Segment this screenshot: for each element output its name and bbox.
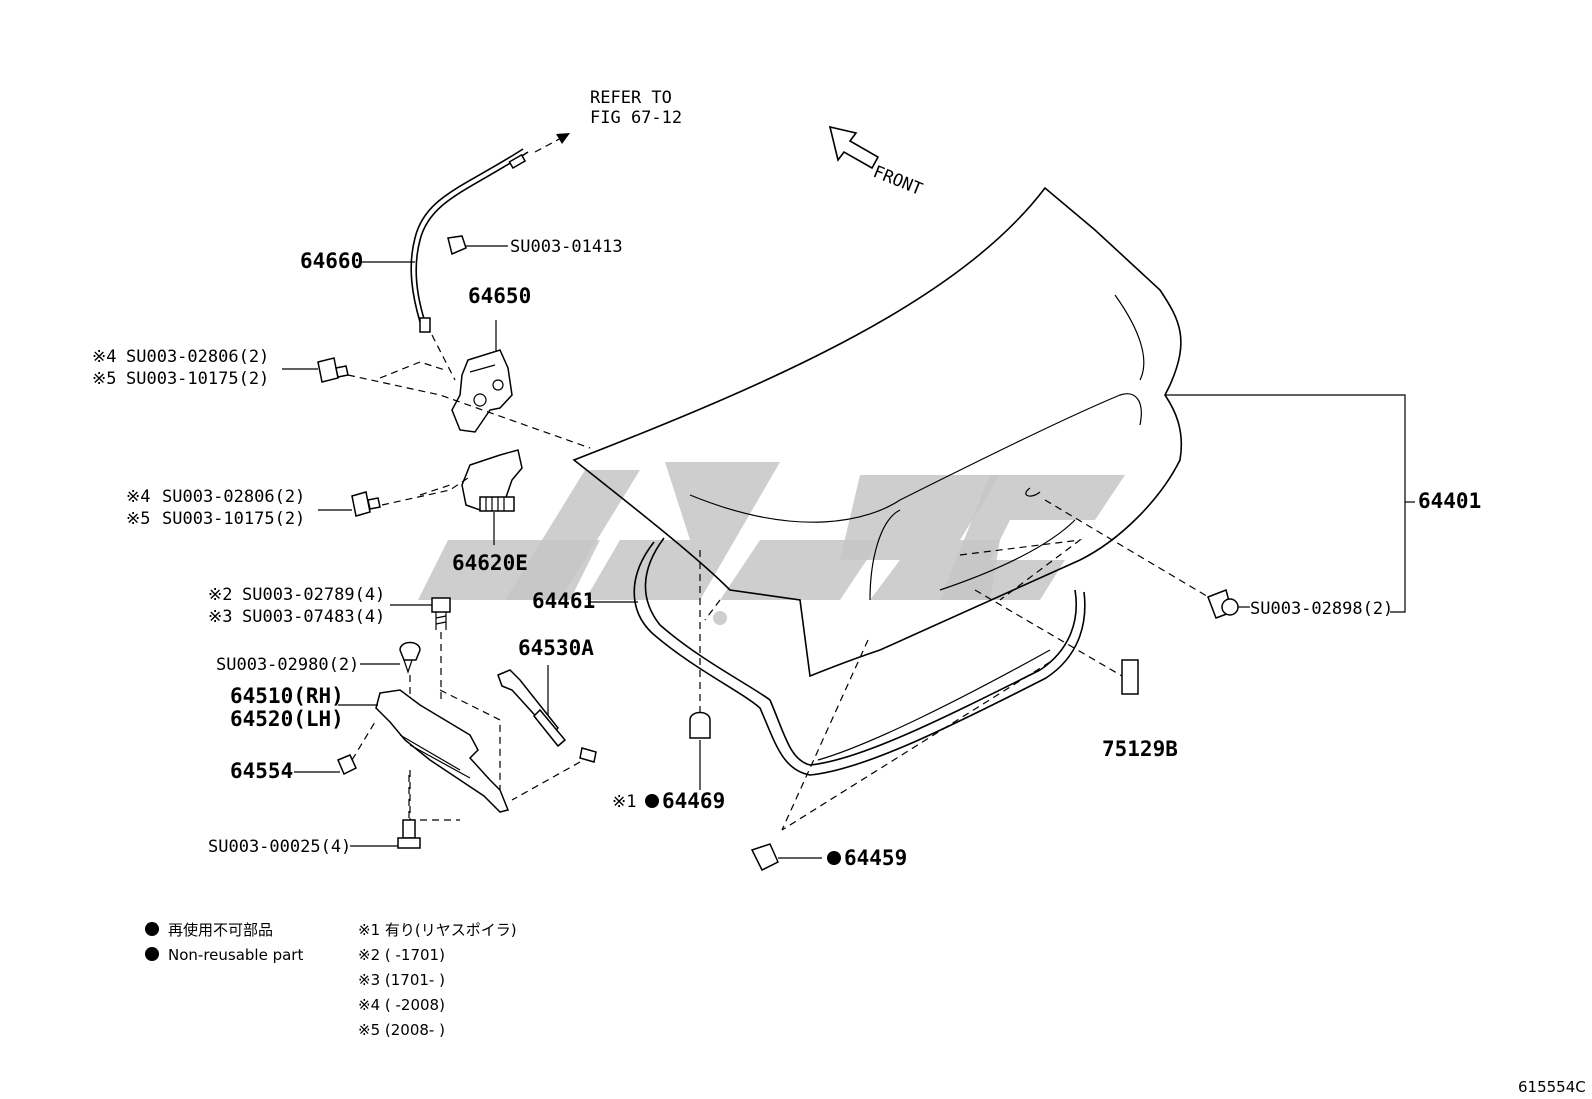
- front-label: FRONT: [870, 162, 925, 200]
- legend-note-2: ※2 ( -1701): [358, 946, 445, 964]
- label-su003-07483: SU003-07483(4): [242, 607, 385, 627]
- legend-note-4: ※4 ( -2008): [358, 996, 445, 1014]
- mark-5a: ※5: [92, 369, 116, 389]
- label-64660: 64660: [300, 249, 363, 273]
- mark-4b: ※4: [126, 487, 150, 507]
- label-su003-02980: SU003-02980(2): [216, 655, 359, 675]
- mark-4a: ※4: [92, 347, 116, 367]
- label-su003-10175-b: SU003-10175(2): [162, 509, 305, 529]
- arrow-head-icon: [556, 133, 570, 144]
- striker: 64620E: [452, 449, 528, 575]
- lid-bumper: SU003-02898(2): [959, 499, 1393, 619]
- refer-callout: REFER TO FIG 67-12: [534, 88, 682, 153]
- label-su003-02806-a: SU003-02806(2): [126, 347, 269, 367]
- legend: 再使用不可部品 Non-reusable part ※1 有り(リヤスポイラ) …: [145, 921, 517, 1039]
- non-reusable-dot-icon: [645, 794, 659, 808]
- non-reusable-dot-icon-2: [827, 851, 841, 865]
- mark-3: ※3: [208, 607, 232, 627]
- label-64554: 64554: [230, 759, 293, 783]
- label-64469: 64469: [662, 789, 725, 813]
- release-cable: 64660: [300, 148, 529, 381]
- label-su003-00025: SU003-00025(4): [208, 837, 351, 857]
- legend-en: Non-reusable part: [168, 946, 303, 964]
- trunk-lid: 64401: [572, 186, 1481, 716]
- front-indicator: FRONT: [828, 125, 925, 200]
- label-su003-02898: SU003-02898(2): [1250, 599, 1393, 619]
- label-su003-02806-b: SU003-02806(2): [162, 487, 305, 507]
- legend-jp: 再使用不可部品: [168, 921, 273, 939]
- label-64520-lh: 64520(LH): [230, 707, 344, 731]
- legend-note-3: ※3 (1701- ): [358, 971, 445, 989]
- legend-dot-icon-2: [145, 947, 159, 961]
- mark-5b: ※5: [126, 509, 150, 529]
- label-64459: 64459: [844, 846, 907, 870]
- refer-line-1: REFER TO: [590, 88, 672, 108]
- label-su003-02789: SU003-02789(4): [242, 585, 385, 605]
- legend-note-1: ※1 有り(リヤスポイラ): [358, 921, 517, 939]
- cable-clip: SU003-01413: [447, 235, 623, 257]
- label-64530a: 64530A: [518, 636, 594, 660]
- lock-assembly: 64650: [451, 284, 531, 433]
- hinge-group: ※2 SU003-02789(4) ※3 SU003-07483(4) SU00…: [208, 585, 510, 857]
- mark-1: ※1: [612, 792, 636, 812]
- weatherstrip: 64461: [532, 537, 1086, 831]
- figure-code: 615554C: [1518, 1078, 1586, 1096]
- label-64401: 64401: [1418, 489, 1481, 513]
- watermark-logo: [418, 462, 1125, 625]
- mark-2: ※2: [208, 585, 232, 605]
- legend-note-5: ※5 (2008- ): [358, 1021, 445, 1039]
- lock-bolts: ※4 SU003-02806(2) ※5 SU003-10175(2): [92, 347, 591, 449]
- striker-bolts: ※4 SU003-02806(2) ※5 SU003-10175(2): [126, 477, 469, 529]
- caution-label: 75129B: [974, 589, 1178, 761]
- cushion-64469: ※1 64469: [612, 711, 725, 813]
- front-arrow-icon: [828, 125, 880, 170]
- legend-dot-icon: [145, 922, 159, 936]
- label-64650: 64650: [468, 284, 531, 308]
- cushion-64459: 64459: [750, 843, 907, 872]
- label-64620e: 64620E: [452, 551, 528, 575]
- refer-line-2: FIG 67-12: [590, 108, 682, 128]
- label-75129b: 75129B: [1102, 737, 1178, 761]
- gas-stay: 64530A: [497, 636, 597, 801]
- label-64510-rh: 64510(RH): [230, 684, 344, 708]
- label-su003-01413: SU003-01413: [510, 237, 623, 257]
- label-64461: 64461: [532, 589, 595, 613]
- label-su003-10175-a: SU003-10175(2): [126, 369, 269, 389]
